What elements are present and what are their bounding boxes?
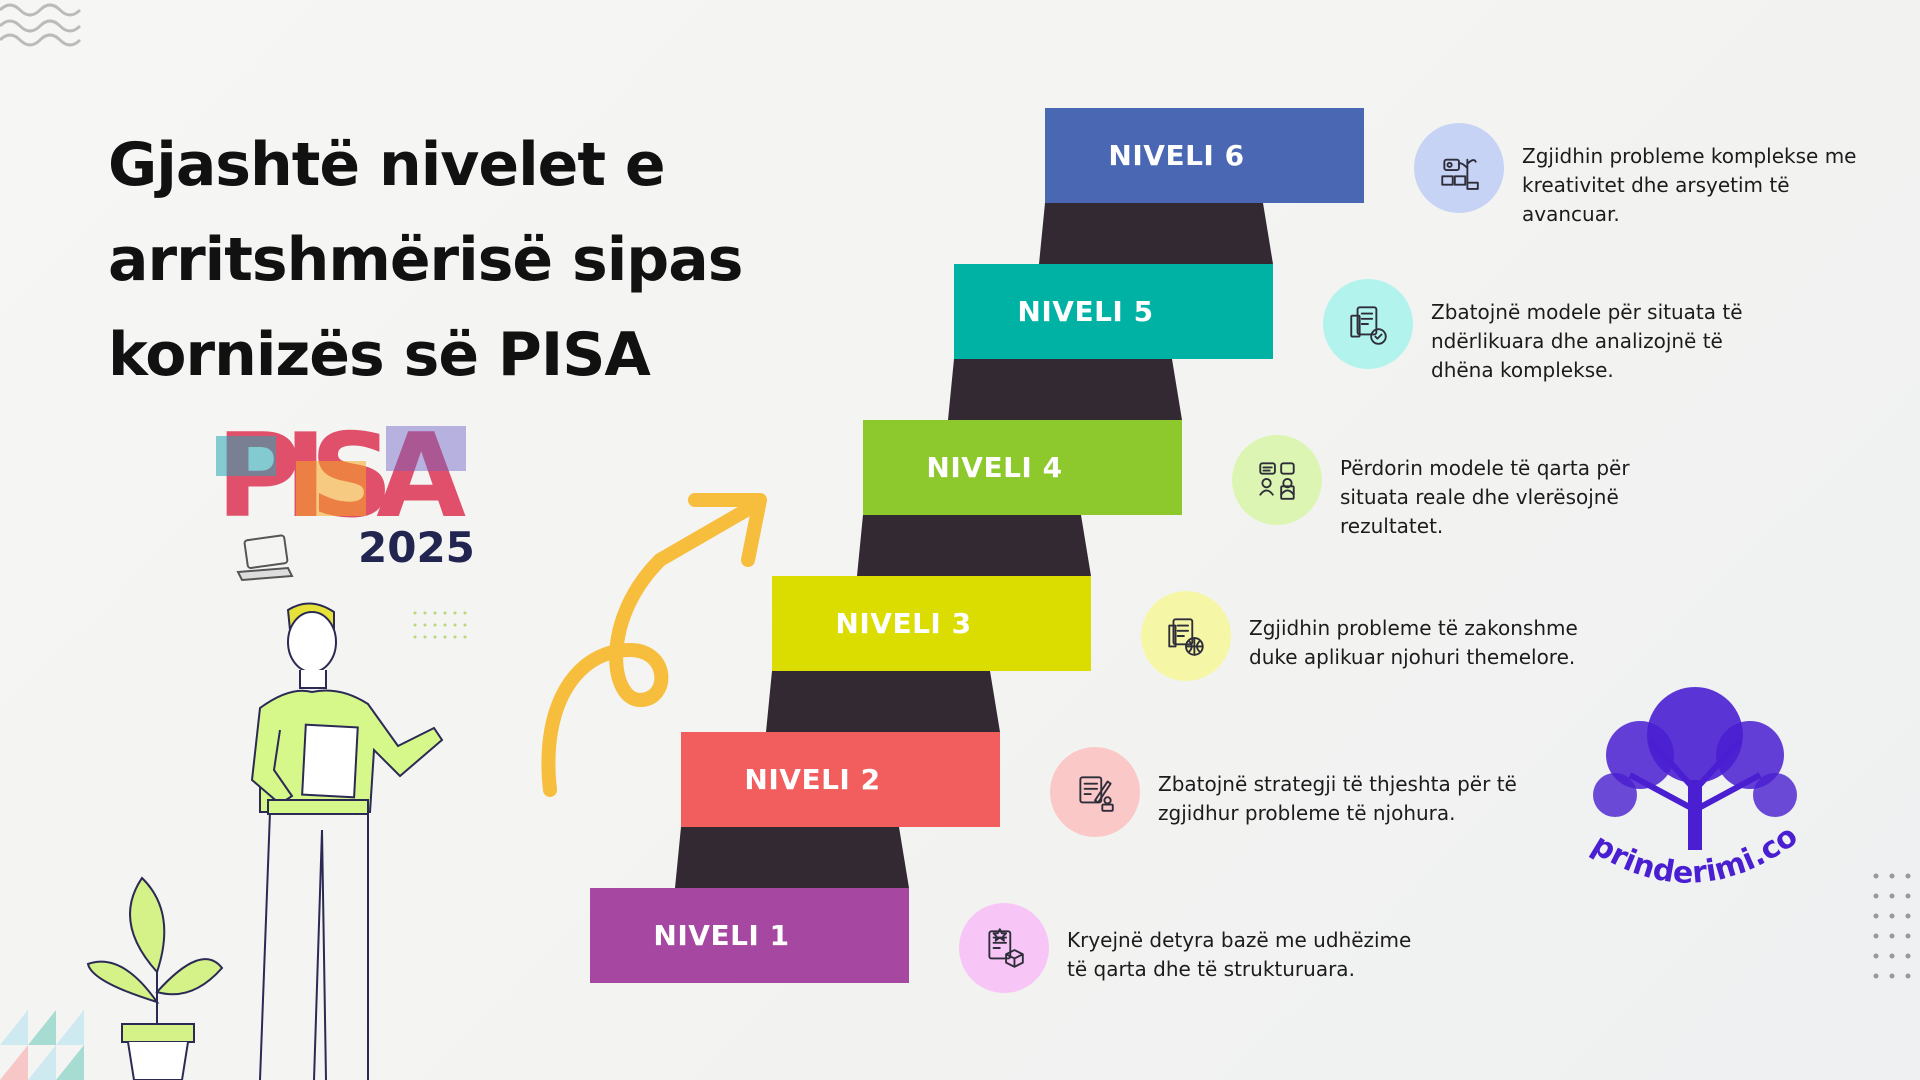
- level-box-4: NIVELI 4: [863, 420, 1182, 515]
- level-description-4: Përdorin modele të qarta për situata real…: [1340, 454, 1630, 541]
- level-box-6: NIVELI 6: [1045, 108, 1364, 203]
- level-box-2: NIVELI 2: [681, 732, 1000, 827]
- page-title: Gjashtë nivelet e arritshmërisë sipas ko…: [108, 130, 743, 390]
- description-line: Zbatojnë strategji të thjeshta për të: [1158, 772, 1517, 796]
- level-label: NIVELI 5: [1017, 295, 1154, 328]
- dot-grid-decoration-right: [1873, 873, 1911, 979]
- level-description-5: Zbatojnë modele për situata të ndërlikuar…: [1431, 298, 1743, 385]
- level-box-3: NIVELI 3: [772, 576, 1091, 671]
- prinderimi-logo: prinderimi.com: [1570, 680, 1804, 891]
- level-label: NIVELI 1: [653, 919, 790, 952]
- level-box-1: NIVELI 1: [590, 888, 909, 983]
- triangle-pattern-decoration: [0, 1010, 84, 1080]
- document-globe-icon: [1141, 591, 1231, 681]
- description-line: Zbatojnë modele për situata të: [1431, 300, 1743, 324]
- level-description-3: Zgjidhin probleme të zakonshme duke aplik…: [1249, 614, 1578, 672]
- level-label: NIVELI 2: [744, 763, 881, 796]
- description-line: Zgjidhin probleme komplekse me: [1522, 144, 1857, 168]
- description-line: rezultatet.: [1340, 514, 1444, 538]
- growth-arrow: [541, 493, 767, 797]
- level-label: NIVELI 4: [926, 451, 1063, 484]
- checklist-box-icon: [959, 903, 1049, 993]
- description-line: situata reale dhe vlerësojnë: [1340, 485, 1619, 509]
- level-label: NIVELI 6: [1108, 139, 1245, 172]
- level-description-1: Kryejnë detyra bazë me udhëzime të qarta …: [1067, 926, 1411, 984]
- description-line: duke aplikuar njohuri themelore.: [1249, 645, 1576, 669]
- description-line: të qarta dhe të strukturuara.: [1067, 957, 1355, 981]
- level-description-2: Zbatojnë strategji të thjeshta për të zgj…: [1158, 770, 1517, 828]
- laptop-icon: [236, 534, 294, 582]
- description-line: Përdorin modele të qarta për: [1340, 456, 1630, 480]
- dot-grid-decoration: [413, 611, 467, 639]
- description-line: dhëna komplekse.: [1431, 358, 1614, 382]
- description-line: Kryejnë detyra bazë me udhëzime: [1067, 928, 1412, 952]
- description-line: Zgjidhin probleme të zakonshme: [1249, 616, 1578, 640]
- wave-decoration: [0, 3, 82, 47]
- level-box-5: NIVELI 5: [954, 264, 1273, 359]
- description-line: kreativitet dhe arsyetim të: [1522, 173, 1790, 197]
- document-check-icon: [1323, 279, 1413, 369]
- description-line: avancuar.: [1522, 202, 1620, 226]
- description-line: ndërlikuara dhe analizojnë të: [1431, 329, 1723, 353]
- discussion-icon: [1232, 435, 1322, 525]
- pisa-logo-year: 2025: [358, 523, 475, 566]
- writing-person-icon: [1050, 747, 1140, 837]
- level-description-6: Zgjidhin probleme komplekse me kreativite…: [1522, 142, 1856, 229]
- pisa-logo: PISA 2025: [216, 409, 475, 566]
- teamwork-plant-icon: [1414, 123, 1504, 213]
- presenter-illustration: [250, 602, 444, 1080]
- plant-illustration: [86, 876, 224, 1080]
- description-line: zgjidhur probleme të njohura.: [1158, 801, 1456, 825]
- level-label: NIVELI 3: [835, 607, 972, 640]
